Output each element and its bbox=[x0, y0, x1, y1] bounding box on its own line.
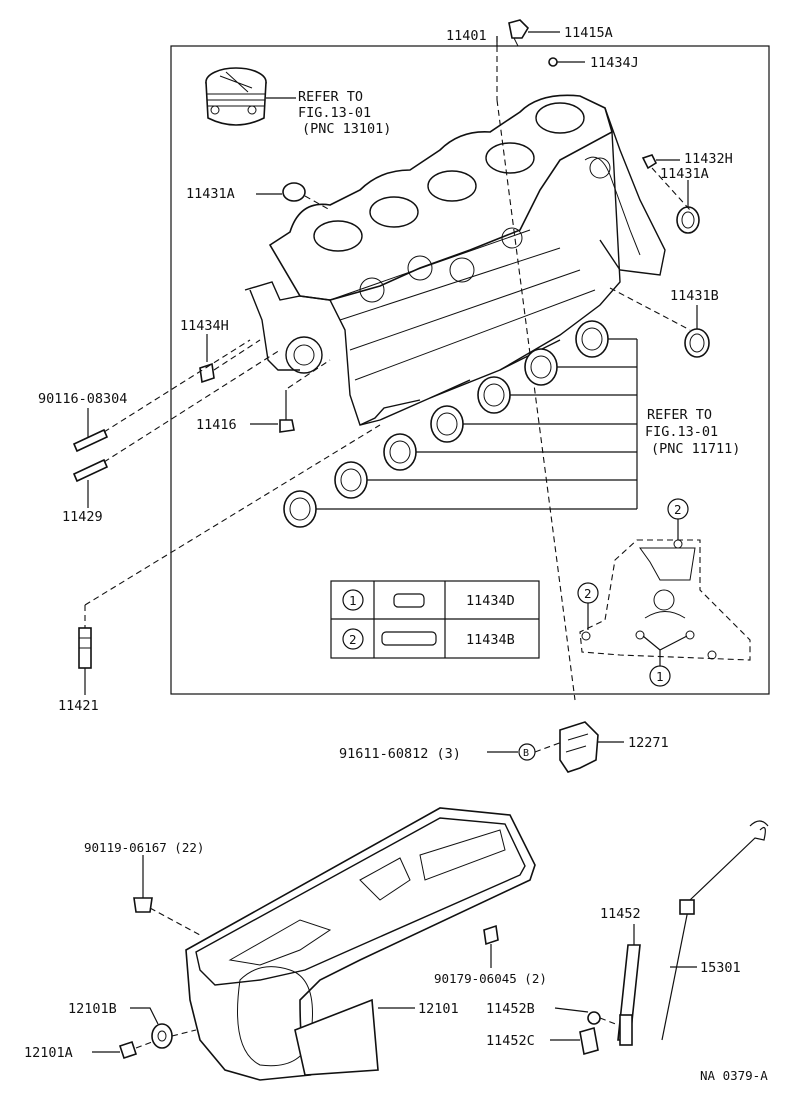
refer-note-11711-line1: REFER TO bbox=[647, 407, 712, 423]
piston-illustration bbox=[205, 67, 267, 126]
dowel-11434H bbox=[199, 362, 215, 384]
legend-row1-marker: 1 bbox=[349, 593, 357, 608]
pin-11434J bbox=[548, 57, 558, 67]
bedplate-marker-2-top-text: 2 bbox=[674, 502, 682, 517]
label-11416: 11416 bbox=[196, 417, 237, 433]
plug-11431A-left bbox=[282, 182, 306, 202]
label-12101: 12101 bbox=[418, 1001, 459, 1017]
block-frame bbox=[170, 45, 770, 695]
bolt-b-marker-text: B bbox=[523, 748, 529, 759]
label-11434J: 11434J bbox=[590, 55, 639, 71]
label-11415A: 11415A bbox=[564, 25, 613, 41]
dashed-center bbox=[496, 99, 576, 701]
bolt-11415A bbox=[508, 19, 530, 47]
refer-note-13101-line3: (PNC 13101) bbox=[302, 121, 391, 137]
refer-note-11711-line3: (PNC 11711) bbox=[651, 441, 740, 457]
label-11452: 11452 bbox=[600, 906, 641, 922]
bedplate-marker-2-left-text: 2 bbox=[584, 586, 592, 601]
dowel-long-icon bbox=[381, 631, 437, 646]
leader-12101B bbox=[130, 1007, 159, 1025]
bedplate-sketch bbox=[577, 498, 751, 687]
figure-id: NA 0379-A bbox=[700, 1068, 768, 1083]
label-90116-08304: 90116-08304 bbox=[38, 391, 127, 407]
label-11431A-left: 11431A bbox=[186, 186, 235, 202]
nut-90179 bbox=[483, 924, 499, 946]
oring-11452B bbox=[587, 1011, 601, 1025]
stud-11421 bbox=[78, 627, 92, 669]
bracket-12271 bbox=[559, 721, 599, 773]
dowel-legend-table bbox=[330, 580, 540, 659]
label-90119-06167: 90119-06167 (22) bbox=[84, 840, 204, 855]
label-11421: 11421 bbox=[58, 698, 99, 714]
legend-row2-part: 11434B bbox=[466, 632, 515, 648]
dipstick-15301 bbox=[661, 820, 769, 1041]
refer-note-13101-line2: FIG.13-01 bbox=[298, 105, 371, 121]
label-11401: 11401 bbox=[446, 28, 487, 44]
bushing-11431A-right bbox=[676, 206, 700, 234]
drain-plug-12101A bbox=[118, 1040, 138, 1060]
oil-pan-illustration bbox=[185, 807, 536, 1081]
label-15301: 15301 bbox=[700, 960, 741, 976]
bearing-bracket-lines bbox=[316, 338, 638, 510]
label-11431B: 11431B bbox=[670, 288, 719, 304]
leader-11452B bbox=[554, 1007, 589, 1013]
dipstick-guide-11452 bbox=[617, 944, 641, 1046]
bushing-11431B bbox=[684, 328, 710, 358]
label-11431A-right: 11431A bbox=[660, 166, 709, 182]
refer-note-13101-line1: REFER TO bbox=[298, 89, 363, 105]
label-12101A: 12101A bbox=[24, 1045, 73, 1061]
stud-11429 bbox=[72, 458, 109, 483]
bedplate-marker-1-text: 1 bbox=[656, 669, 664, 684]
dowel-short-icon bbox=[393, 593, 425, 608]
label-91611-60812: 91611-60812 (3) bbox=[339, 746, 461, 762]
label-11429: 11429 bbox=[62, 509, 103, 525]
plug-11432H bbox=[641, 154, 658, 170]
label-11434H: 11434H bbox=[180, 318, 229, 334]
bolt-90119 bbox=[133, 868, 153, 913]
legend-marker-1 bbox=[342, 589, 364, 611]
legend-marker-2 bbox=[342, 628, 364, 650]
label-11432H: 11432H bbox=[684, 151, 733, 167]
bolt-11416 bbox=[279, 390, 295, 433]
label-12101B: 12101B bbox=[68, 1001, 117, 1017]
label-11452C: 11452C bbox=[486, 1033, 535, 1049]
legend-row2-marker: 2 bbox=[349, 632, 357, 647]
legend-row1-part: 11434D bbox=[466, 593, 515, 609]
label-90179-06045: 90179-06045 (2) bbox=[434, 971, 547, 986]
stud-90116-08304 bbox=[72, 428, 109, 453]
bushing-11452C bbox=[579, 1026, 599, 1056]
cylinder-block-illustration bbox=[244, 94, 666, 426]
label-12271: 12271 bbox=[628, 735, 669, 751]
label-11452B: 11452B bbox=[486, 1001, 535, 1017]
gasket-12101B bbox=[151, 1023, 173, 1049]
crank-bearings bbox=[283, 320, 609, 528]
refer-note-11711-line2: FIG.13-01 bbox=[645, 424, 718, 440]
